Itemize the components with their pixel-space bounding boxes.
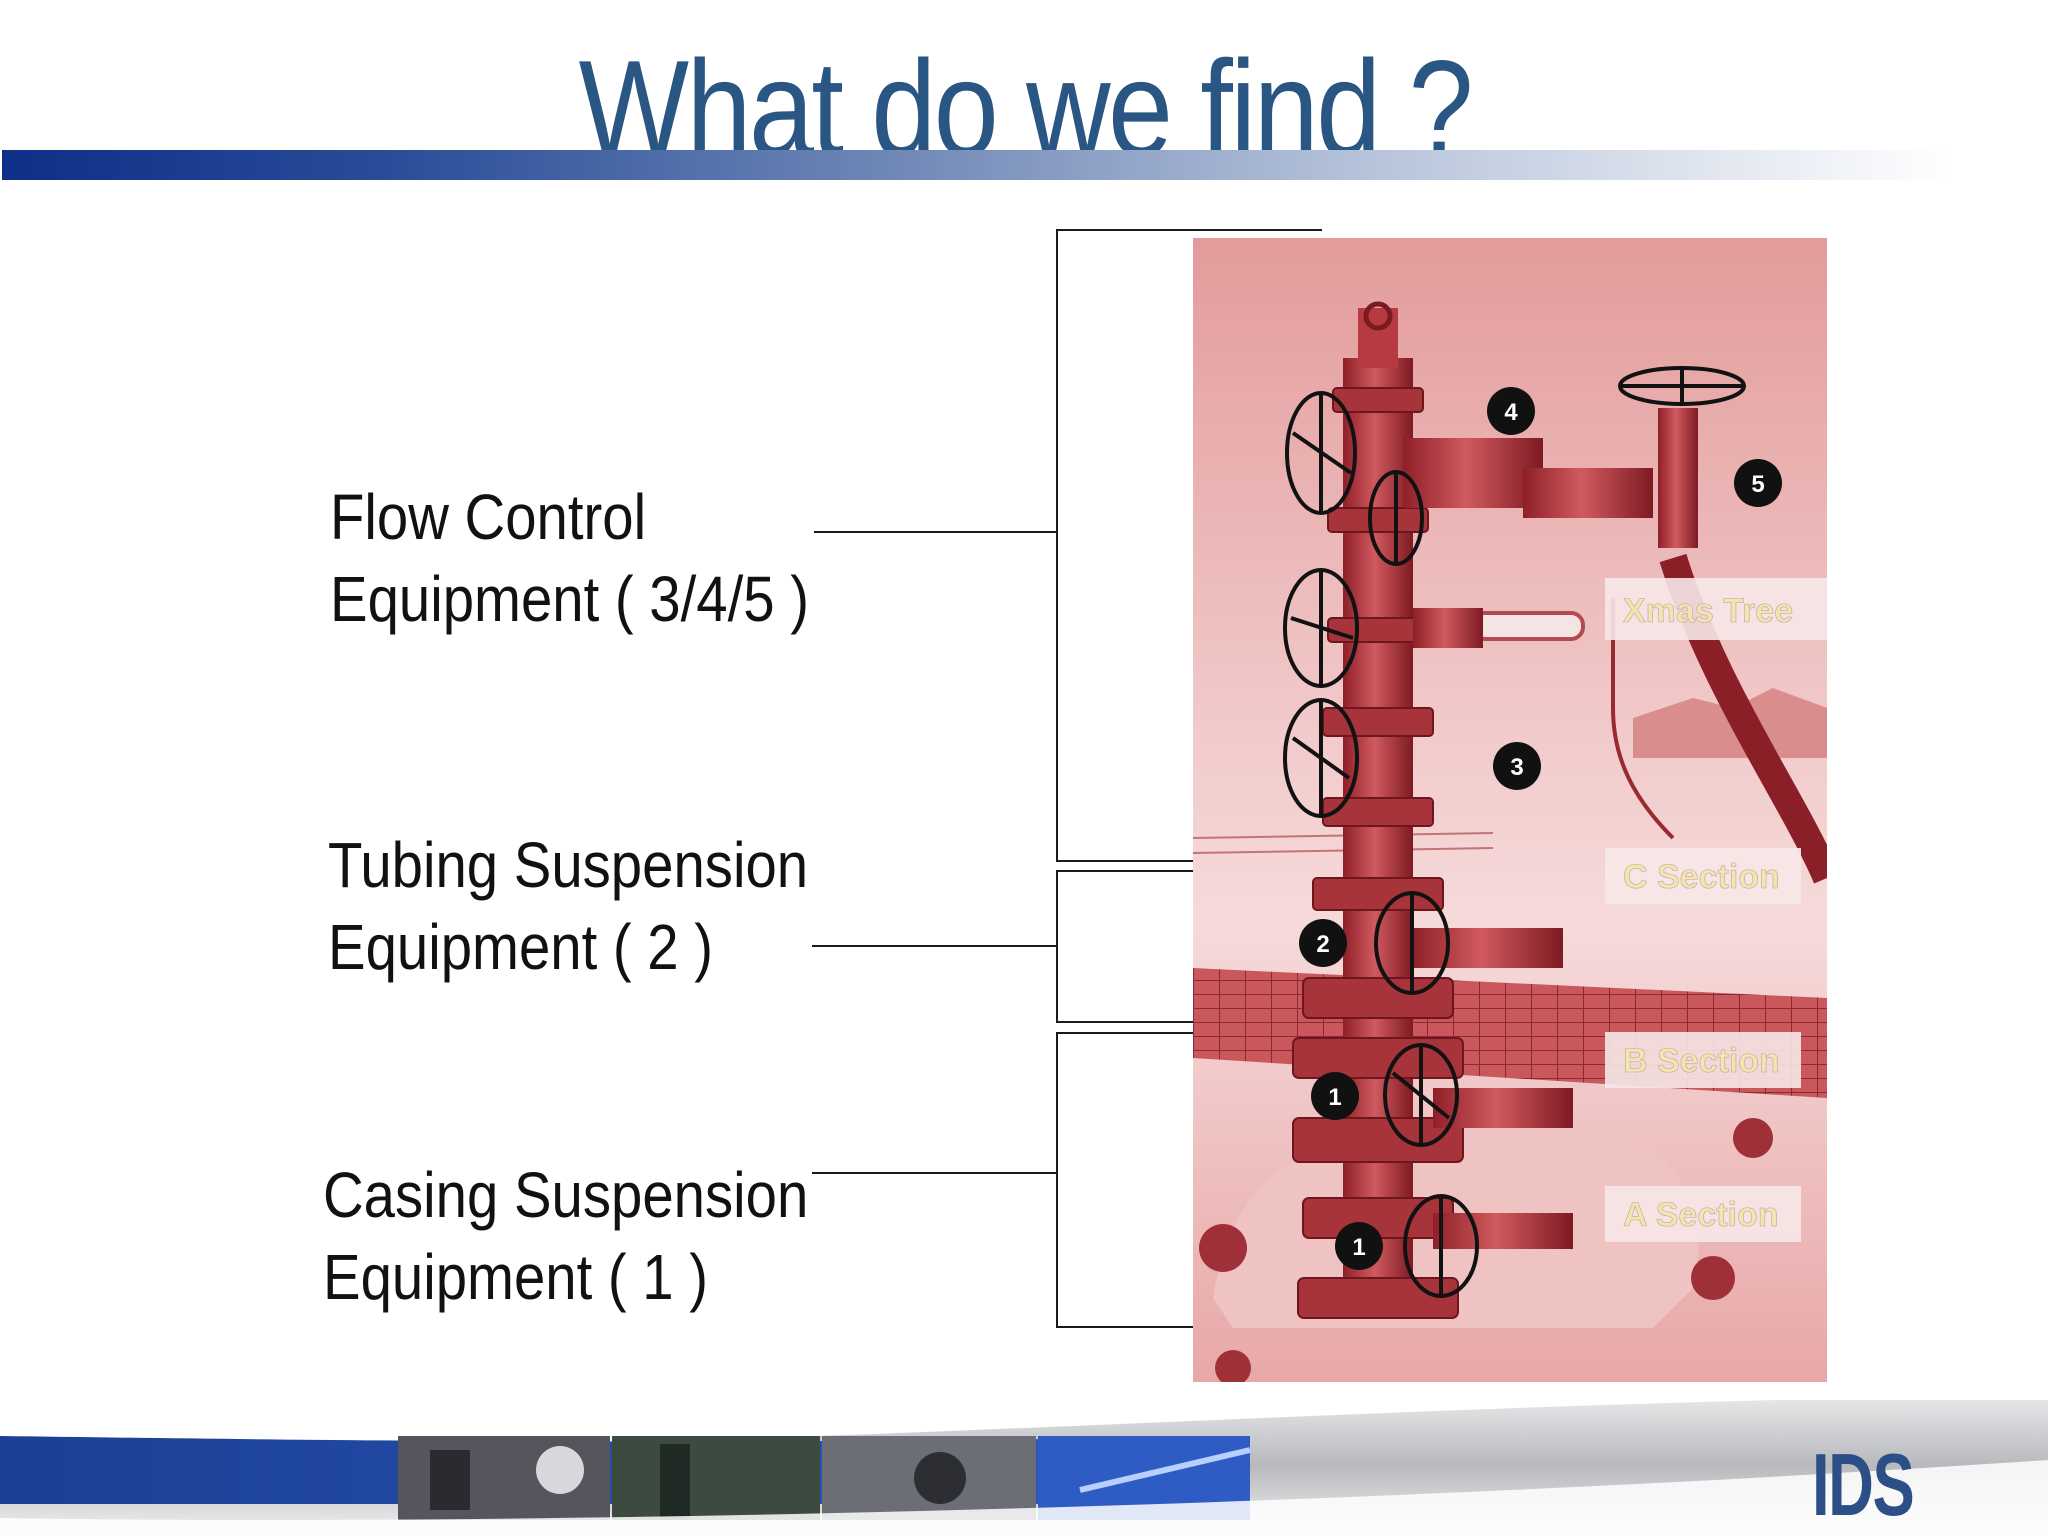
callout-1-lower: 1 bbox=[1352, 1234, 1365, 1261]
label-flow-control-line1: Flow Control bbox=[330, 481, 647, 553]
xmas-tree-label-bg bbox=[1605, 578, 1827, 640]
section-label-xmas-tree: Xmas Tree bbox=[1623, 592, 1793, 630]
bracket-casing-bottom bbox=[1056, 1326, 1322, 1328]
c-section-label-bg bbox=[1605, 848, 1801, 904]
label-tubing-suspension: Tubing Suspension Equipment ( 2 ) bbox=[328, 824, 808, 988]
footer-photo-strip bbox=[398, 1436, 1251, 1520]
bracket-casing-top bbox=[1056, 1032, 1322, 1034]
bracket-tubing-leader bbox=[812, 945, 1058, 947]
section-labels: Xmas Tree C Section B Section A Section bbox=[1605, 578, 1827, 1242]
callout-4: 4 bbox=[1504, 399, 1518, 426]
bracket-casing-vertical bbox=[1056, 1032, 1058, 1327]
a-section-label-bg bbox=[1605, 1186, 1801, 1242]
label-tubing-line2: Equipment ( 2 ) bbox=[328, 911, 714, 983]
label-casing-line1: Casing Suspension bbox=[323, 1159, 809, 1231]
footer-band bbox=[0, 1400, 2048, 1536]
bracket-tubing-top bbox=[1056, 870, 1322, 872]
label-tubing-line1: Tubing Suspension bbox=[328, 829, 809, 901]
bracket-flow-top bbox=[1056, 229, 1322, 231]
wellhead-illustration: Xmas Tree C Section B Section A Section … bbox=[1193, 238, 1827, 1382]
ids-logo: IDS bbox=[1812, 1435, 1915, 1534]
bracket-flow-vertical bbox=[1056, 229, 1058, 861]
label-casing-suspension: Casing Suspension Equipment ( 1 ) bbox=[323, 1154, 808, 1318]
bracket-tubing-bottom bbox=[1056, 1021, 1322, 1023]
section-label-b: B Section bbox=[1623, 1042, 1780, 1080]
b-section-label-bg bbox=[1605, 1032, 1801, 1088]
label-casing-line2: Equipment ( 1 ) bbox=[323, 1241, 709, 1313]
callout-2: 2 bbox=[1316, 931, 1329, 958]
label-flow-control: Flow Control Equipment ( 3/4/5 ) bbox=[330, 476, 809, 640]
callout-3: 3 bbox=[1510, 754, 1523, 781]
section-label-c: C Section bbox=[1623, 858, 1780, 896]
title-underline-bar bbox=[2, 150, 1952, 180]
label-flow-control-line2: Equipment ( 3/4/5 ) bbox=[330, 563, 809, 635]
callout-1-upper: 1 bbox=[1328, 1084, 1341, 1111]
bracket-casing-leader bbox=[812, 1172, 1058, 1174]
callouts: 4 5 3 2 1 1 bbox=[1299, 387, 1782, 1270]
callout-5: 5 bbox=[1751, 471, 1764, 498]
bracket-flow-bottom bbox=[1056, 860, 1322, 862]
section-label-a: A Section bbox=[1623, 1196, 1779, 1234]
bracket-flow-leader bbox=[814, 531, 1058, 533]
